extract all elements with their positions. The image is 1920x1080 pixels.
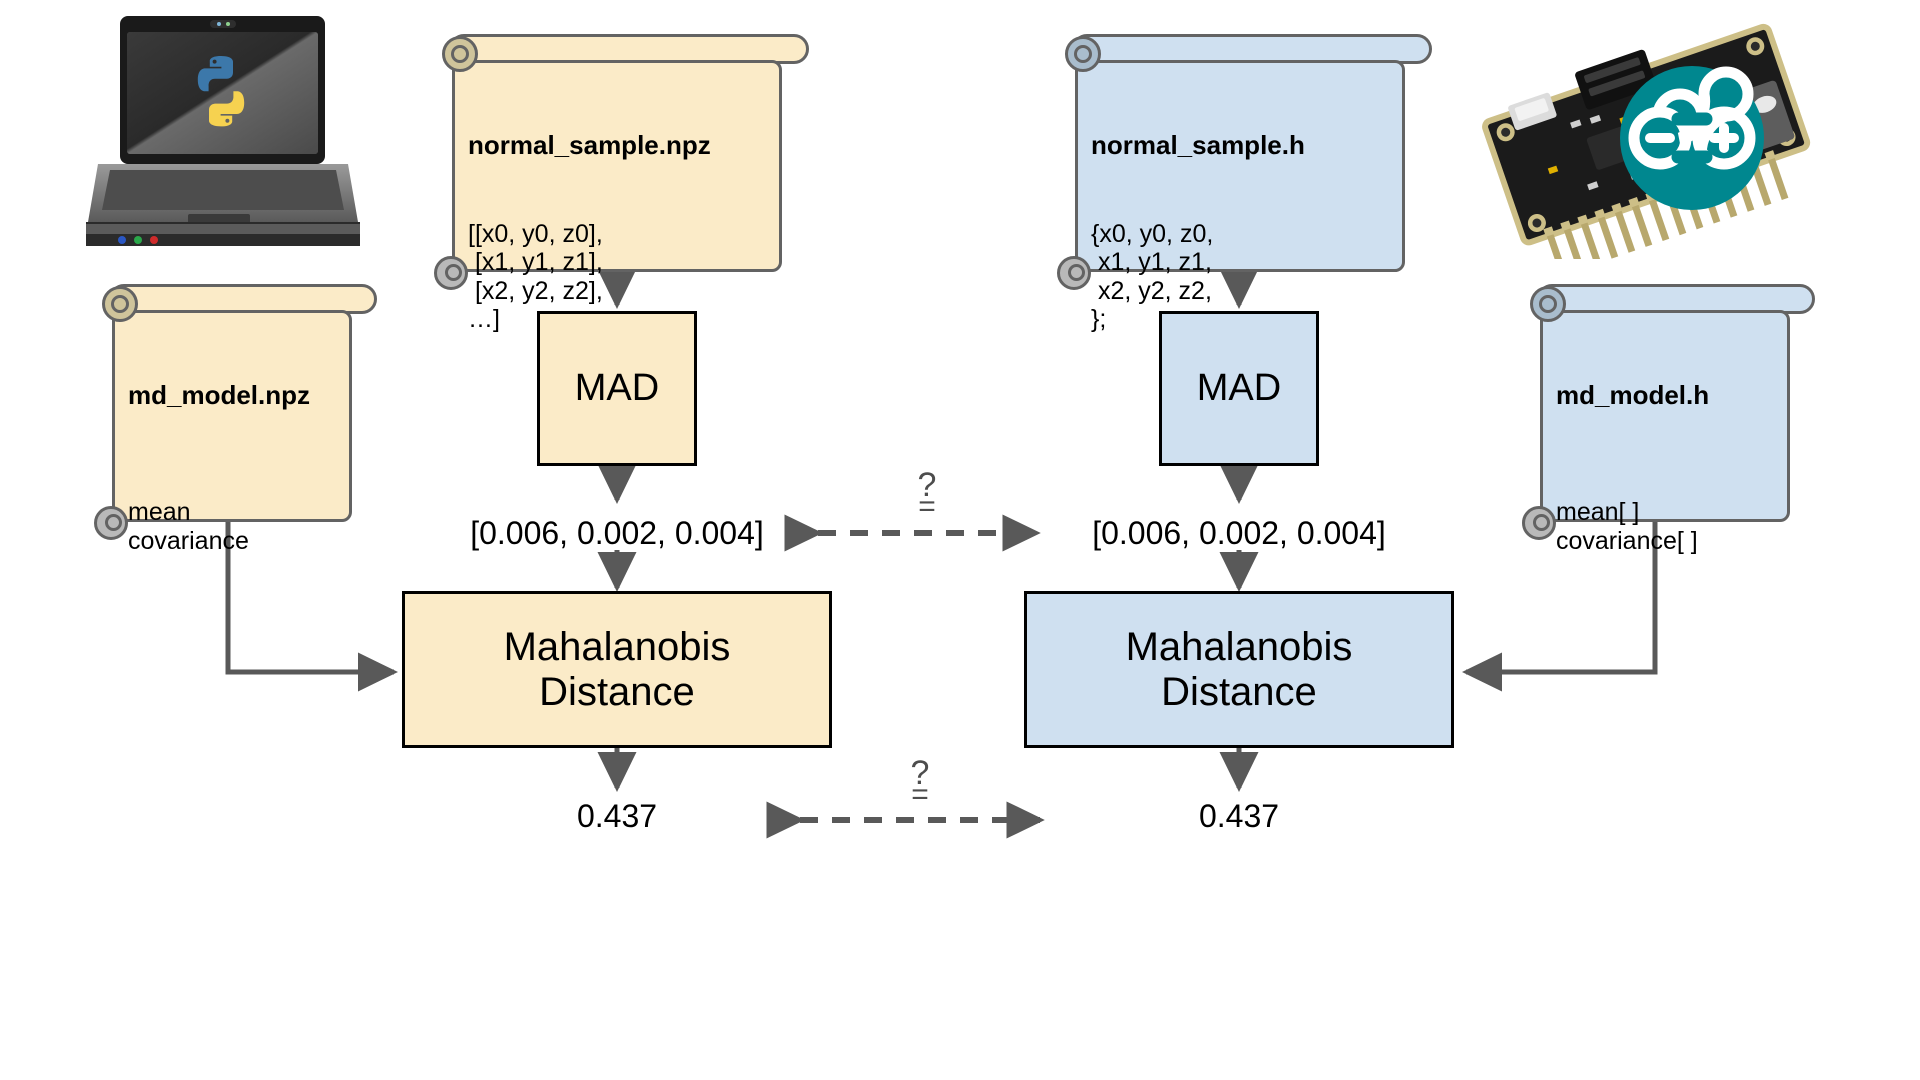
mahalanobis-distance-label-python: Mahalanobis Distance [504,625,731,715]
note-corner-curl-top-icon [102,286,138,322]
question-mark-icon: ? [910,754,930,792]
note-corner-curl-bottom-icon [1522,506,1556,540]
mahalanobis-line-2: Distance [1161,669,1317,714]
note-corner-curl-bottom-icon [434,256,468,290]
wire-right-model-to-distance [1461,522,1658,692]
note-lines: {x0, y0, z0, x1, y1, z1, x2, y2, z2, }; [1091,219,1214,334]
note-body [1540,310,1790,522]
note-body [452,60,782,272]
note-normal-sample-npz[interactable]: normal_sample.npz [[x0, y0, z0], [x1, y1… [434,34,809,333]
note-normal-sample-h[interactable]: normal_sample.h {x0, y0, z0, x1, y1, z1,… [1057,34,1432,333]
note-title: normal_sample.h [1091,130,1305,160]
equals-sign-icon: = [918,489,936,523]
distance-result-arduino: 0.437 [1198,798,1280,834]
note-corner-curl-bottom-icon [1057,256,1091,290]
note-body [1075,60,1405,272]
mahalanobis-line-1: Mahalanobis [503,624,731,669]
note-lines: [[x0, y0, z0], [x1, y1, z1], [x2, y2, z2… [468,219,603,334]
note-top-roll [1537,284,1815,314]
mad-output-value-python: [0.006, 0.002, 0.004] [470,515,764,551]
mad-box-python[interactable]: MAD [537,311,697,466]
note-lines: mean[ ] covariance[ ] [1556,498,1698,555]
mahalanobis-distance-box-arduino[interactable]: Mahalanobis Distance [1024,591,1454,748]
note-content: md_model.h mean[ ] covariance[ ] [1540,310,1790,554]
note-body [112,310,352,522]
comparison-question-equals-2: ? = [891,754,949,811]
arduino-logo-icon [1620,66,1764,210]
note-top-roll [109,284,377,314]
note-content: md_model.npz mean covariance [112,310,352,554]
note-corner-curl-bottom-icon [94,506,128,540]
wire-left-model-to-distance [225,522,399,692]
note-title: md_model.h [1556,380,1710,410]
note-corner-curl-top-icon [442,36,478,72]
note-corner-curl-top-icon [1530,286,1566,322]
distance-result-python: 0.437 [576,798,658,834]
equals-sign-icon: = [911,777,929,811]
note-corner-curl-top-icon [1065,36,1101,72]
arduino-board-image [1478,14,1818,277]
mad-output-value-arduino: [0.006, 0.002, 0.004] [1092,515,1386,551]
note-content: normal_sample.h {x0, y0, z0, x1, y1, z1,… [1075,60,1405,333]
note-title: normal_sample.npz [468,130,711,160]
mahalanobis-distance-label-arduino: Mahalanobis Distance [1126,625,1353,715]
mahalanobis-line-1: Mahalanobis [1125,624,1353,669]
note-md-model-h[interactable]: md_model.h mean[ ] covariance[ ] [1522,284,1815,555]
note-title: md_model.npz [128,380,311,410]
comparison-question-equals-1: ? = [898,466,956,523]
mad-box-arduino[interactable]: MAD [1159,311,1319,466]
mahalanobis-line-2: Distance [539,669,695,714]
mahalanobis-distance-box-python[interactable]: Mahalanobis Distance [402,591,832,748]
question-mark-icon: ? [917,466,937,504]
note-lines: mean covariance [128,498,249,555]
note-content: normal_sample.npz [[x0, y0, z0], [x1, y1… [452,60,782,333]
python-laptop-image [80,12,360,277]
note-md-model-npz[interactable]: md_model.npz mean covariance [94,284,377,555]
